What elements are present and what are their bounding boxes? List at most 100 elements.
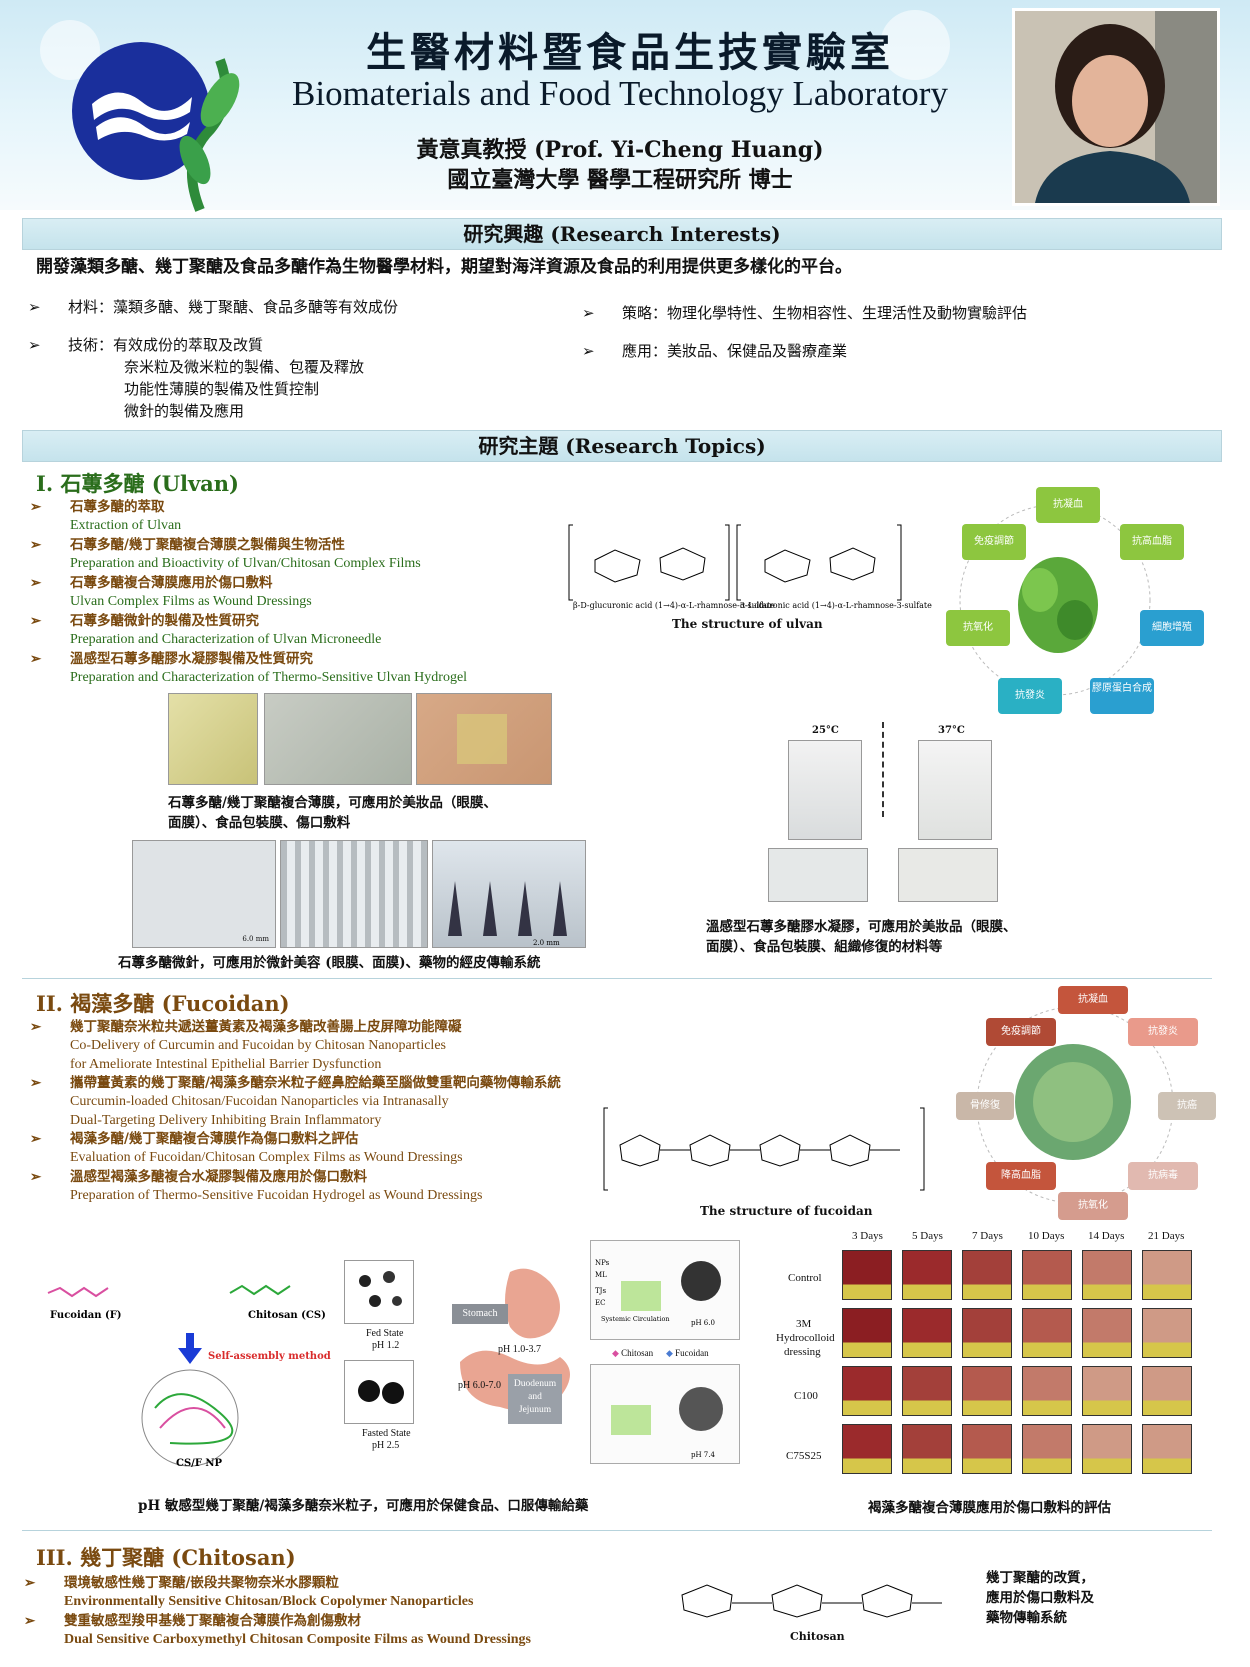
research-topics-bar: 研究主題 (Research Topics) (22, 430, 1222, 462)
list-item: 石蓴多醣的萃取 Extraction of Ulvan (30, 498, 590, 536)
ulvan-film-photo (168, 693, 258, 785)
film-caption-2: 面膜）、食品包裝膜、傷口敷料 (168, 815, 351, 831)
interest-tech: 技術：有效成份的萃取及改質 (28, 334, 263, 356)
duodenum-label-3: Jejunum (518, 1405, 552, 1415)
wave-logo-icon (92, 92, 192, 141)
group-label-c100: C100 (794, 1390, 818, 1402)
microneedle-array-photo (280, 840, 428, 948)
hydrogel-vial-tilted-37c (898, 848, 998, 902)
wound-photo (902, 1250, 952, 1300)
list-item: 褐藻多醣/幾丁聚醣複合薄膜作為傷口敷料之評估 Evaluation of Fuc… (30, 1130, 680, 1168)
interest-application: 應用：美妝品、保健品及醫療產業 (582, 340, 847, 362)
fucoidan-label: Fucoidan (F) (50, 1310, 122, 1321)
fucoidan-activity-node: 抗癌 (1158, 1092, 1216, 1120)
wound-photo (1142, 1250, 1192, 1300)
wound-photo (962, 1250, 1012, 1300)
ulvan-activity-node: 抗凝血 (1036, 487, 1100, 523)
section-divider (22, 978, 1212, 979)
fucoidan-list: 幾丁聚醣奈米粒共遞送薑黃素及褐藻多醣改善腸上皮屏障功能障礙 Co-Deliver… (30, 1018, 680, 1206)
day-label: 10 Days (1028, 1230, 1065, 1242)
wound-photo (962, 1308, 1012, 1358)
ulvan-film-photo (264, 693, 412, 785)
chitosan-note-2: 應用於傷口敷料及 (986, 1590, 1094, 1606)
fucoidan-activity-node: 抗病毒 (1128, 1162, 1198, 1190)
interest-tech-3: 功能性薄膜的製備及性質控制 (124, 380, 320, 398)
intestine-ph: pH 6.0-7.0 (458, 1380, 502, 1391)
wound-photo (902, 1308, 952, 1358)
chitosan-structure-caption: Chitosan (790, 1630, 845, 1643)
legend-fucoidan: ◆ Fucoidan (666, 1348, 709, 1358)
wound-photo (842, 1308, 892, 1358)
film-caption-1: 石蓴多醣/幾丁聚醣複合薄膜，可應用於美妝品（眼膜、 (168, 795, 497, 811)
ulvan-heading: I. 石蓴多醣 (Ulvan) (36, 471, 239, 496)
wound-photo (962, 1366, 1012, 1416)
list-item: 石蓴多醣複合薄膜應用於傷口敷料 Ulvan Complex Films as W… (30, 574, 590, 612)
interest-tech-2: 奈米粒及微米粒的製備、包覆及釋放 (124, 358, 365, 376)
tem-fed-state (344, 1260, 414, 1324)
title-chinese: 生醫材料暨食品生技實驗室 (366, 29, 894, 76)
wound-photo (1142, 1308, 1192, 1358)
hydrogel-vial-tilted-25c (768, 848, 868, 902)
cell-layer-diagram: NPs ML TJs EC Systemic Circulation pH 6.… (595, 1259, 721, 1327)
interest-materials: 材料：藻類多醣、幾丁聚醣、食品多醣等有效成份 (28, 296, 398, 318)
ulvan-activity-node: 抗高血脂 (1120, 524, 1184, 560)
stomach-label: Stomach (452, 1304, 508, 1324)
wound-day-header: 3 Days 5 Days 7 Days 10 Days 14 Days 21 … (840, 1230, 1210, 1250)
title-english: Biomaterials and Food Technology Laborat… (292, 74, 948, 113)
tem-fasted-state (344, 1360, 414, 1424)
needle-tips: 2.0 mm (448, 881, 567, 947)
chitosan-structure-diagram (681, 1584, 942, 1618)
ulvan-struct-label-1: β-D-glucuronic acid (1→4)-α-L-rhamnose-3… (573, 601, 775, 610)
wound-photo (842, 1250, 892, 1300)
systemic-label: Systemic Circulation (601, 1315, 670, 1323)
list-item: 石蓴多醣微針的製備及性質研究 Preparation and Character… (30, 612, 590, 650)
list-item: 環境敏感性幾丁聚醣/嵌段共聚物奈米水膠顆粒 Environmentally Se… (24, 1574, 624, 1612)
day-label: 7 Days (972, 1230, 1003, 1242)
wound-photo (1082, 1366, 1132, 1416)
ulvan-activity-node: 膠原蛋白合成 (1090, 678, 1154, 714)
ulvan-activity-node: 細胞增殖 (1140, 610, 1204, 646)
wound-photo (1022, 1308, 1072, 1358)
ulvan-activity-node: 抗發炎 (998, 678, 1062, 714)
chitosan-label: Chitosan (CS) (248, 1310, 326, 1321)
ulvan-activity-circle (959, 504, 1151, 696)
fed-state-label: Fed State (366, 1328, 404, 1339)
wound-photo (1022, 1424, 1072, 1474)
temp-label-37: 37°C (938, 725, 965, 736)
microneedle-caption: 石蓴多醣微針，可應用於微針美容 (眼膜、面膜)、藥物的經皮傳輸系統 (118, 955, 541, 971)
cell-uptake-ph60-panel: NPs ML TJs EC Systemic Circulation pH 6.… (590, 1240, 740, 1340)
fucoidan-activity-node: 降高血脂 (986, 1162, 1056, 1190)
nps-label: NPs (595, 1259, 610, 1267)
chitosan-note-1: 幾丁聚醣的改質， (986, 1570, 1094, 1586)
ph-74-label: pH 7.4 (691, 1451, 715, 1459)
hydrogel-vial-25c (788, 740, 862, 840)
seaweed-icon (179, 58, 240, 212)
group-label-c75s25: C75S25 (786, 1450, 822, 1462)
decor-bubble (880, 10, 950, 80)
np-label: CS/F NP (176, 1458, 223, 1469)
list-item: 攜帶薑黃素的幾丁聚醣/褐藻多醣奈米粒子經鼻腔給藥至腦做雙重靶向藥物傳輸系統 Cu… (30, 1074, 680, 1130)
chitosan-note-3: 藥物傳輸系統 (986, 1610, 1067, 1626)
wound-photo-grid (842, 1250, 1202, 1486)
group-label-control: Control (788, 1272, 822, 1284)
day-label: 5 Days (912, 1230, 943, 1242)
tjs-label: TJs (595, 1287, 606, 1295)
ec-label: EC (595, 1299, 605, 1307)
research-interests-bar: 研究興趣 (Research Interests) (22, 218, 1222, 250)
tem-particles (359, 1271, 402, 1307)
film-patch (457, 714, 507, 764)
chitosan-list: 環境敏感性幾丁聚醣/嵌段共聚物奈米水膠顆粒 Environmentally Se… (24, 1574, 624, 1650)
interest-tech-4: 微針的製備及應用 (124, 402, 245, 420)
microneedle-patch-photo: 6.0 mm (132, 840, 276, 948)
portrait-image (1015, 11, 1217, 203)
list-item: 石蓴多醣/幾丁聚醣複合薄膜之製備與生物活性 Preparation and Bi… (30, 536, 590, 574)
wound-photo (1142, 1424, 1192, 1474)
scale-label: 6.0 mm (242, 935, 269, 943)
temp-label-25: 25°C (812, 725, 839, 736)
fucoidan-activity-node: 骨修復 (956, 1092, 1014, 1120)
ulvan-list: 石蓴多醣的萃取 Extraction of Ulvan 石蓴多醣/幾丁聚醣複合薄… (30, 498, 590, 688)
day-label: 3 Days (852, 1230, 883, 1242)
ph-60-label: pH 6.0 (691, 1319, 715, 1327)
wound-caption: 褐藻多醣複合薄膜應用於傷口敷料的評估 (868, 1500, 1111, 1516)
day-label: 21 Days (1148, 1230, 1185, 1242)
